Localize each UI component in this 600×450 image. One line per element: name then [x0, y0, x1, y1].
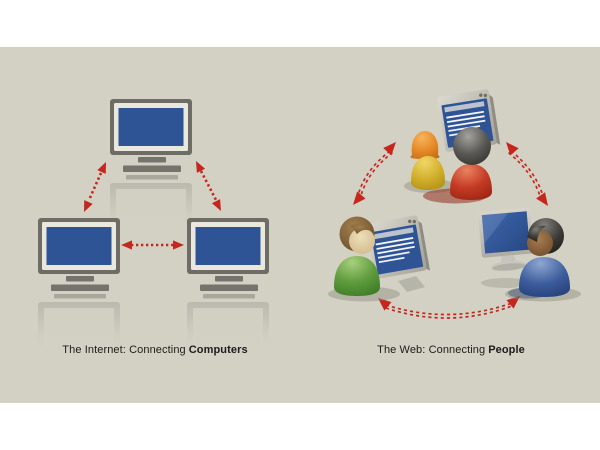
web-cluster-right [478, 207, 581, 302]
monitor-icon [478, 207, 534, 271]
window-stand [398, 276, 425, 292]
brown-haired-person-icon [334, 216, 380, 296]
dark-haired-person-icon [450, 127, 492, 200]
caption-internet-prefix: The Internet: Connecting [62, 344, 186, 356]
desktop-computer-icon [110, 99, 192, 180]
caption-web-prefix: The Web: Connecting [377, 344, 486, 356]
curved-dashed-arrow-icon [501, 138, 553, 210]
web-diagram [328, 88, 581, 319]
dashed-double-arrow-icon [79, 160, 111, 214]
dashed-double-arrow-icon [121, 240, 184, 250]
curved-dashed-arrow-icon [374, 291, 524, 319]
desktop-computer-icon [187, 218, 269, 299]
web-cluster-top [404, 88, 501, 204]
internet-diagram [34, 99, 273, 352]
black-haired-person-icon [519, 218, 570, 297]
shadow [481, 278, 529, 288]
orange-haired-person-icon [410, 131, 445, 190]
caption-web-bold: People [488, 344, 525, 356]
web-cluster-left [328, 214, 431, 302]
curved-dashed-arrow-icon [348, 138, 401, 209]
dashed-double-arrow-icon [191, 158, 226, 214]
desktop-computer-icon [38, 218, 120, 299]
caption-internet-bold: Computers [188, 344, 248, 356]
